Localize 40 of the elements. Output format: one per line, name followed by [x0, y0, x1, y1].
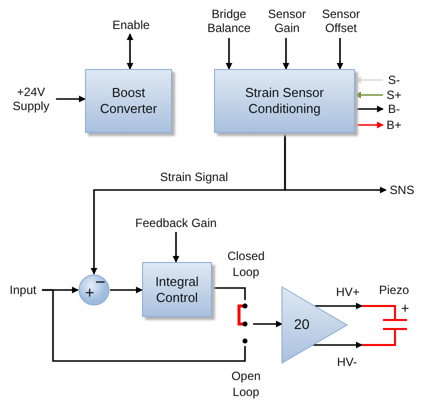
side-label: Piezo [378, 282, 410, 298]
arrow [172, 232, 180, 263]
node-label: S- [383, 72, 405, 88]
arrow [354, 92, 383, 98]
polarity-label: + [401, 300, 410, 316]
arrow [126, 33, 134, 70]
node-label: B+ [383, 117, 405, 133]
arrow [253, 320, 283, 328]
node-label: Input [4, 281, 42, 299]
process-block: Boost Converter [85, 69, 172, 133]
arrow [355, 106, 384, 112]
arrow [282, 38, 290, 70]
minus-sign: − [95, 272, 106, 294]
side-label: Closed Loop [226, 248, 266, 280]
node-label: Sensor Gain [262, 4, 312, 38]
connector-line [42, 289, 246, 362]
arrow [314, 302, 363, 310]
node-label: Bridge Balance [200, 4, 258, 38]
node-label: SNS [386, 182, 418, 198]
arrow [56, 96, 86, 102]
arrow [110, 286, 143, 294]
arrow [336, 38, 344, 70]
process-block: Integral Control [142, 262, 212, 317]
process-block: Strain Sensor Conditioning [214, 69, 355, 133]
edge-label: Strain Signal [160, 171, 228, 184]
node-label: B- [383, 101, 405, 117]
arrow [312, 342, 363, 348]
arrow [90, 133, 286, 275]
node-label: S+ [383, 87, 405, 103]
arrow [355, 122, 384, 128]
node-label: +24V Supply [6, 83, 56, 115]
side-label: Open Loop [230, 368, 262, 400]
node-label: Sensor Offset [316, 4, 366, 38]
arrow [354, 76, 383, 84]
gain-value: 20 [294, 316, 310, 333]
connector-line [212, 287, 246, 300]
node-label: Feedback Gain [128, 214, 224, 232]
arrow [226, 38, 232, 70]
node-label: Enable [108, 16, 154, 34]
plus-sign: + [85, 284, 94, 304]
